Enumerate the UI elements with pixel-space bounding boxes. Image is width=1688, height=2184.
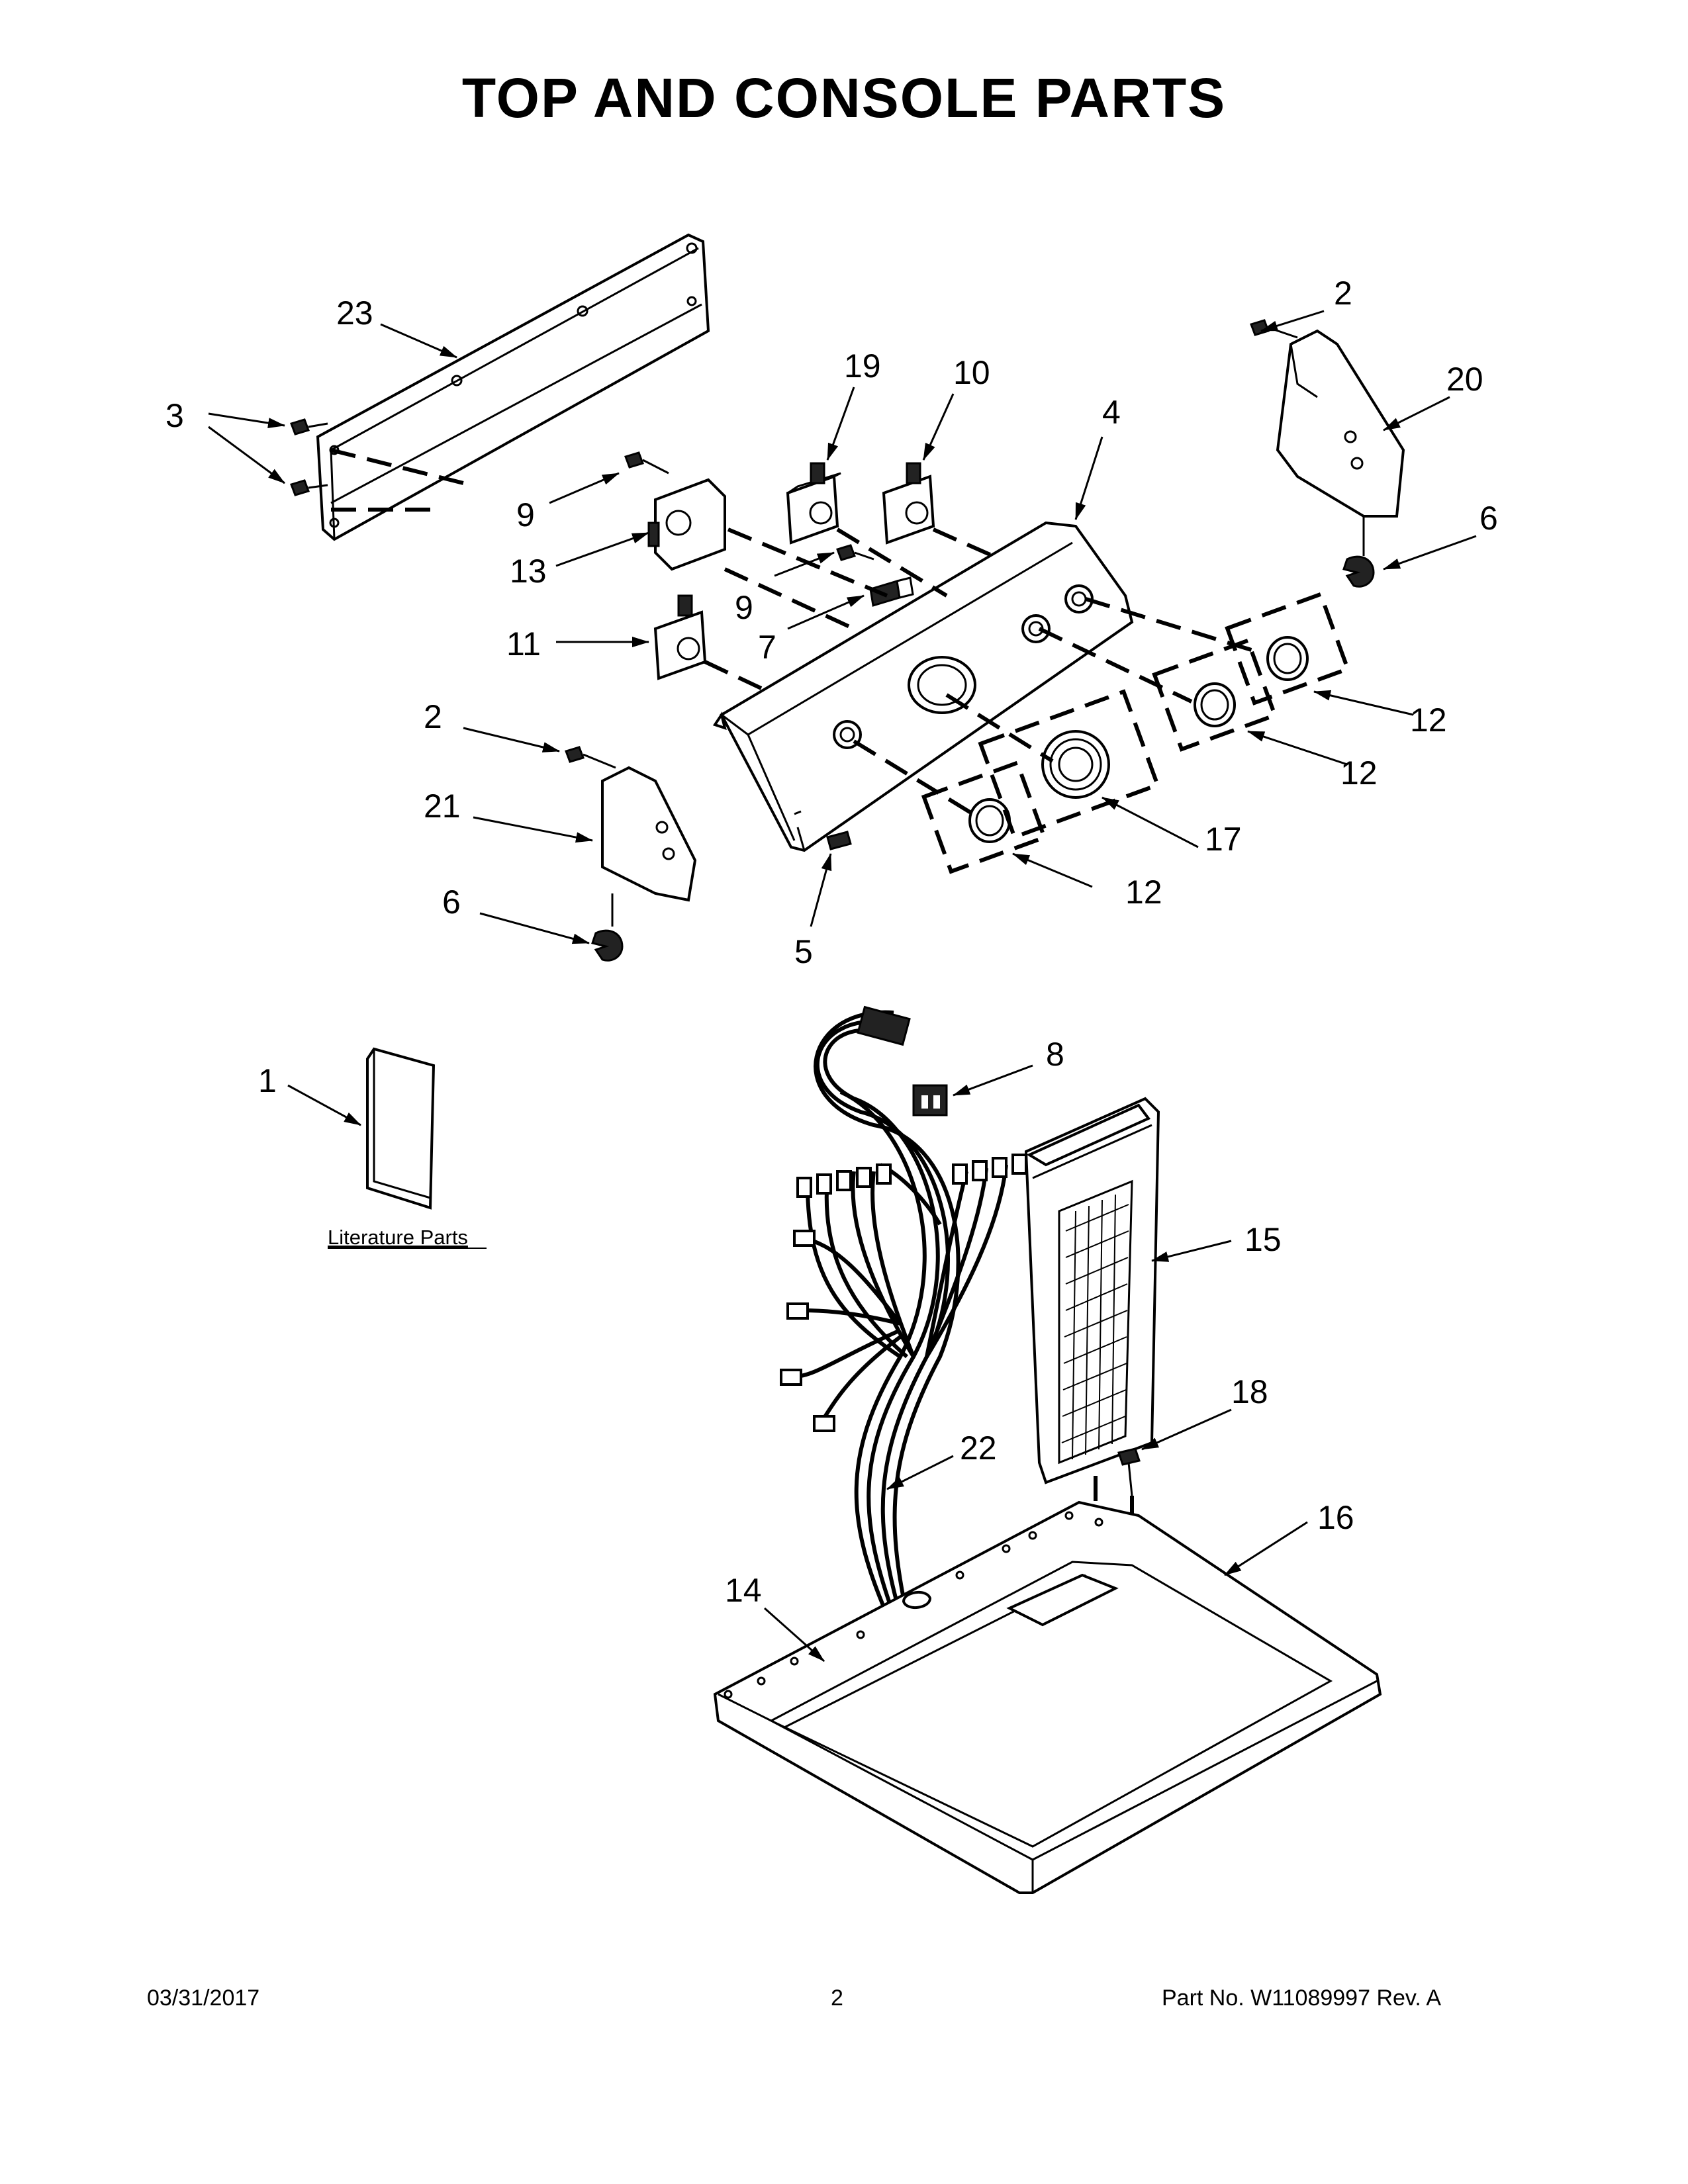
dash-guide (853, 739, 974, 816)
rear-console-panel-part (316, 233, 710, 541)
dash-guide (724, 567, 855, 631)
end-cap-20-part (1276, 329, 1405, 518)
callout-18: 18 (1231, 1373, 1268, 1410)
callout-10: 10 (953, 354, 990, 391)
footer-page-number: 2 (831, 1985, 843, 2011)
callout-12-lower: 12 (1125, 874, 1162, 911)
callout-21: 21 (424, 788, 461, 825)
dash-guide (945, 693, 1054, 763)
dash-guide (932, 527, 994, 558)
switch-19-part (786, 462, 841, 545)
clip-6-left (591, 893, 624, 962)
dash-guide (1085, 597, 1258, 654)
leader-lines (208, 310, 1477, 1662)
callout-23: 23 (336, 295, 373, 332)
knob-12-middle (1152, 638, 1278, 752)
screw-9-upper (624, 451, 669, 475)
switch-10-part (882, 462, 935, 545)
screw-18-part (1117, 1447, 1141, 1496)
callout-14: 14 (725, 1572, 762, 1609)
callout-6-left: 6 (442, 884, 461, 921)
lint-screen-part (1024, 1097, 1160, 1484)
end-cap-21-part (601, 766, 697, 902)
callout-9-upper: 9 (516, 496, 535, 533)
callout-8: 8 (1046, 1036, 1064, 1073)
literature-booklet-part (366, 1047, 436, 1210)
page-title: TOP AND CONSOLE PARTS (461, 67, 1227, 129)
callout-3: 3 (165, 397, 184, 434)
callout-20: 20 (1446, 361, 1483, 398)
knob-12-upper (1225, 592, 1350, 705)
screw-3-lower (290, 479, 328, 496)
wire-harness-part (780, 1005, 1027, 1616)
callout-7: 7 (758, 629, 776, 666)
terminal-block-8-part (912, 1084, 948, 1116)
switch-11-part (653, 594, 707, 680)
screw-2-right (1250, 319, 1298, 339)
callout-13: 13 (510, 553, 547, 590)
callout-17: 17 (1205, 821, 1242, 858)
timer-13-part (647, 478, 726, 571)
dash-guide (836, 527, 948, 598)
knob-17-large (978, 689, 1160, 840)
callout-12-upper: 12 (1410, 702, 1447, 739)
screw-3-upper (290, 418, 328, 435)
indicator-lens-part (826, 831, 852, 850)
callout-9-lower: 9 (735, 589, 753, 626)
callout-15: 15 (1244, 1221, 1282, 1258)
top-panel-part (713, 1500, 1382, 1894)
callout-2-right: 2 (1334, 275, 1352, 312)
callout-6-right: 6 (1479, 500, 1498, 537)
callout-5: 5 (794, 933, 813, 970)
callout-16: 16 (1317, 1499, 1354, 1536)
footer-date: 03/31/2017 (147, 1985, 260, 2011)
console-part (712, 521, 1134, 852)
dash-guide (1038, 627, 1193, 704)
footer-part-number: Part No. W11089997 Rev. A (1162, 1985, 1442, 2011)
dash-guide (330, 448, 464, 485)
clip-6-right (1342, 516, 1375, 588)
callout-4: 4 (1102, 394, 1121, 431)
callout-2-left: 2 (424, 698, 442, 735)
screw-9-lower (836, 544, 874, 561)
callout-19: 19 (844, 347, 881, 385)
literature-parts-label: Literature Parts (328, 1226, 468, 1249)
callout-12-middle: 12 (1340, 754, 1378, 792)
callout-1: 1 (258, 1062, 277, 1099)
callout-11: 11 (506, 625, 541, 662)
dash-guide (704, 660, 763, 690)
callout-22: 22 (960, 1430, 997, 1467)
knob-12-lower (921, 760, 1047, 874)
screw-2-left (565, 746, 616, 769)
